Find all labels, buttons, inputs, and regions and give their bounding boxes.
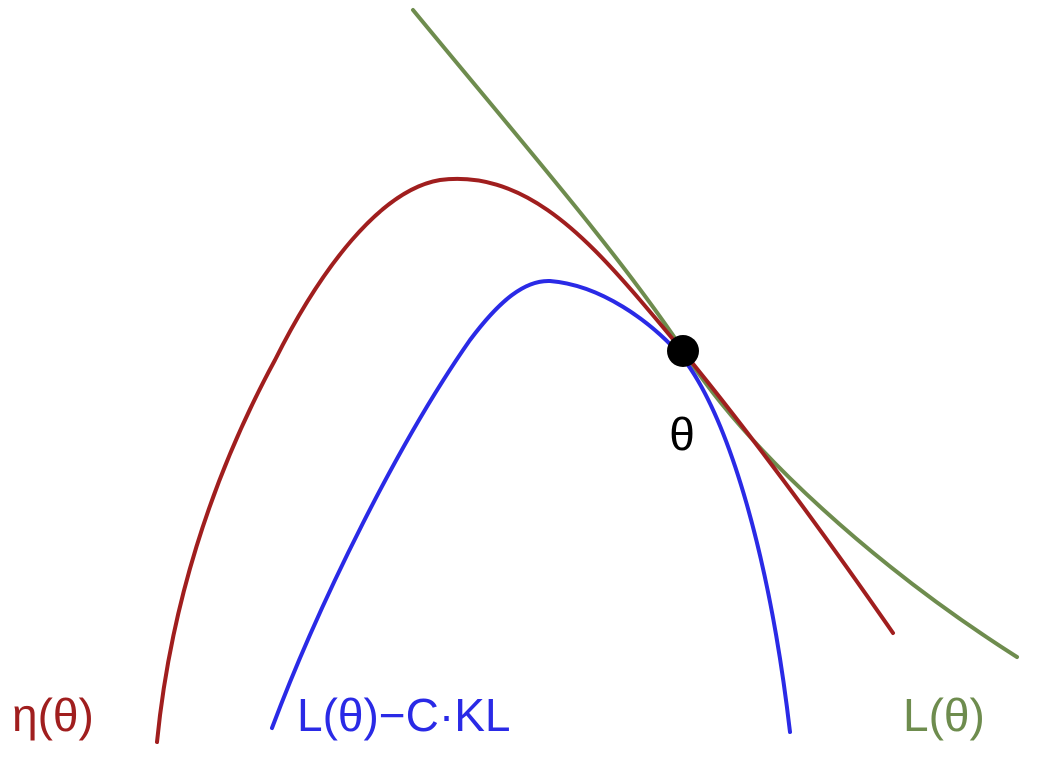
theta-point bbox=[667, 335, 699, 367]
surrogate-curve bbox=[411, 8, 1019, 659]
lower-bound-curve bbox=[270, 278, 792, 734]
lower-bound-label: L(θ)−C·KL bbox=[297, 689, 510, 741]
objective-curve bbox=[155, 176, 895, 744]
surrogate-label: L(θ) bbox=[903, 689, 985, 741]
objective-label: η(θ) bbox=[12, 689, 94, 741]
theta-label: θ bbox=[669, 408, 695, 460]
